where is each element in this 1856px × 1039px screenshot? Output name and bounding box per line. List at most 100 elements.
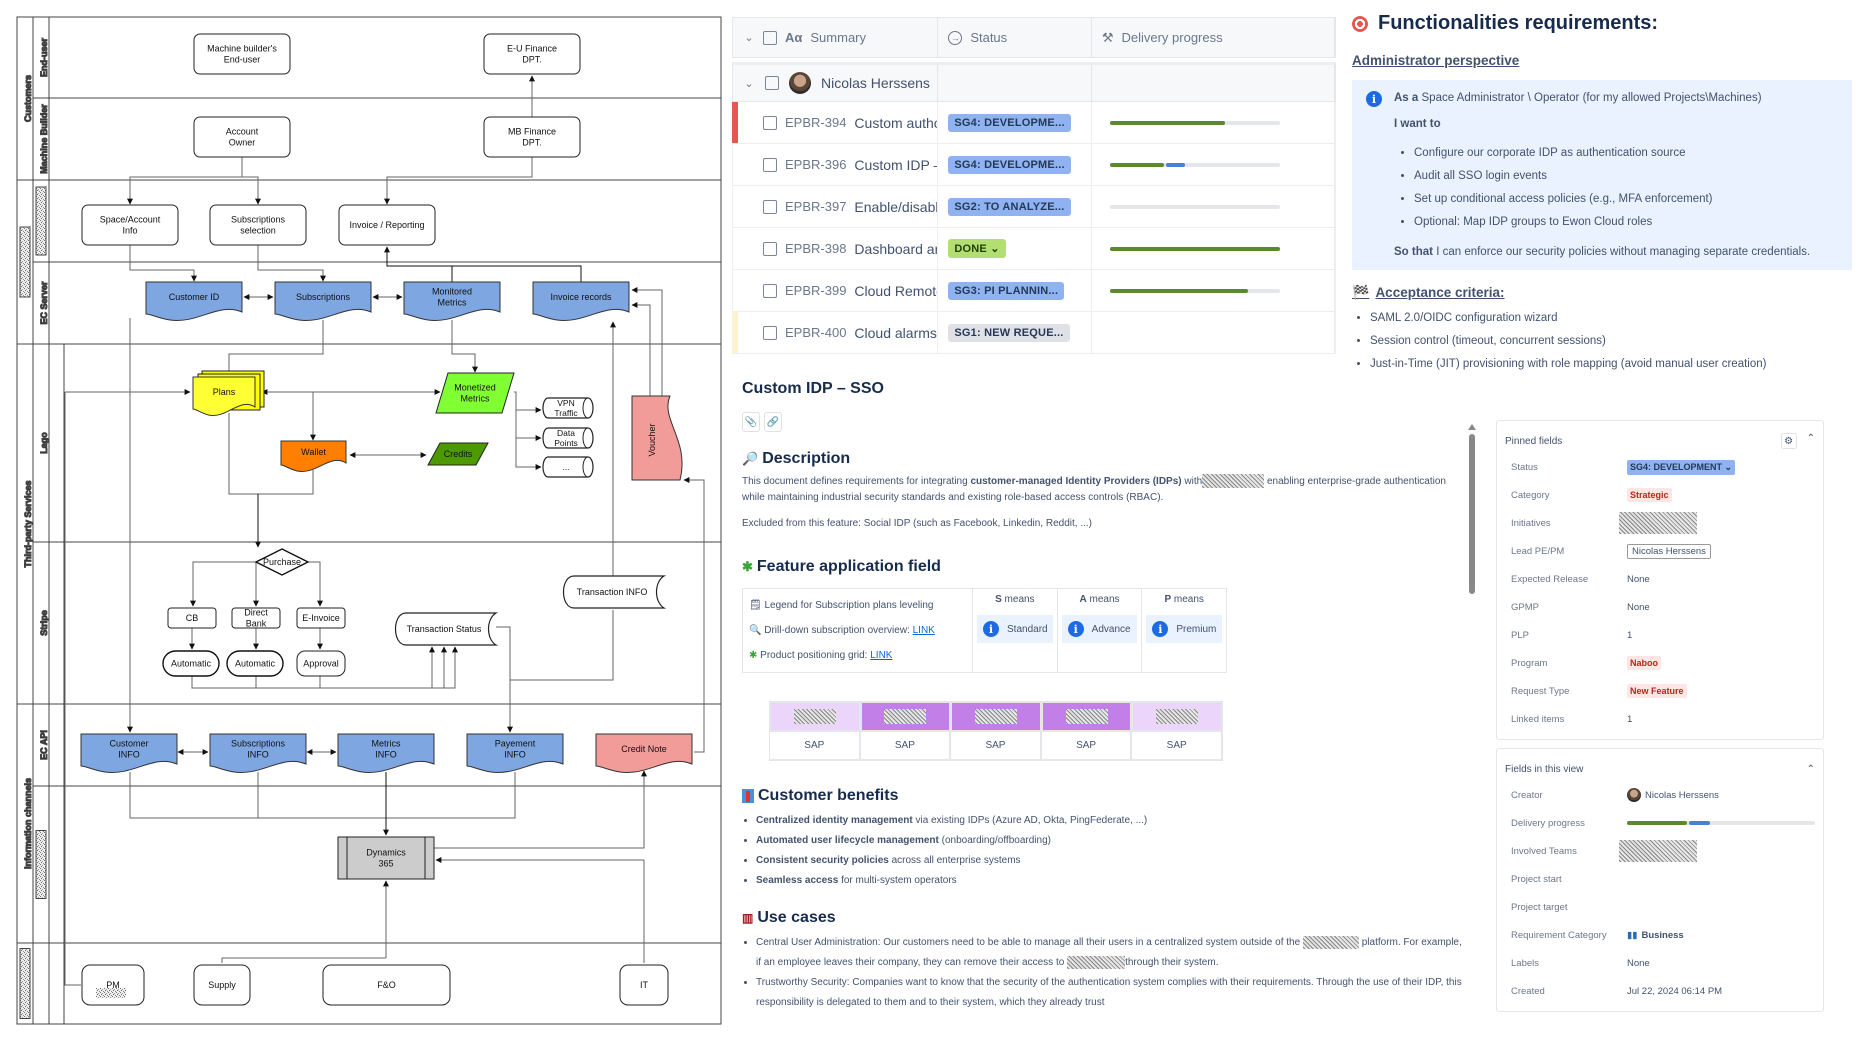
row-checkbox[interactable] bbox=[763, 241, 777, 256]
row-checkbox[interactable] bbox=[763, 283, 777, 298]
field-label: Delivery progress bbox=[1511, 817, 1585, 829]
scrollbar-thumb[interactable] bbox=[1469, 434, 1475, 594]
issue-key[interactable]: EPBR-398 bbox=[785, 241, 847, 256]
field-value[interactable]: Nicolas Herssens bbox=[1627, 543, 1711, 559]
status-lozenge[interactable]: SG1: NEW REQUE... bbox=[948, 323, 1070, 342]
table-row[interactable]: EPBR-398 Dashboard ar DONE ⌄ bbox=[732, 228, 1336, 270]
issue-summary[interactable]: Dashboard ar bbox=[854, 240, 939, 257]
issue-summary[interactable]: Custom IDP – bbox=[854, 156, 939, 173]
status-column-header[interactable]: → Status bbox=[938, 18, 1092, 57]
field-value[interactable]: SG4: DEVELOPMENT ⌄ bbox=[1627, 459, 1736, 475]
connector bbox=[319, 646, 447, 689]
field-value[interactable]: 1 bbox=[1627, 713, 1633, 725]
node-label: Voucher bbox=[647, 423, 657, 456]
scroll-up-arrow[interactable] bbox=[1468, 424, 1476, 430]
field-value[interactable] bbox=[1619, 512, 1697, 534]
status-lozenge[interactable]: SG4: DEVELOPME... bbox=[948, 113, 1071, 132]
drilldown-link[interactable]: LINK bbox=[912, 625, 935, 636]
chevron-up-icon[interactable]: ⌃ bbox=[1806, 433, 1815, 444]
issue-summary[interactable]: Custom authc bbox=[854, 114, 939, 131]
gear-icon[interactable]: ⚙ bbox=[1780, 433, 1797, 449]
status-lozenge[interactable]: SG3: PI PLANNIN... bbox=[948, 281, 1065, 300]
chevron-up-icon[interactable]: ⌃ bbox=[1806, 763, 1815, 775]
node-label: Plans bbox=[213, 387, 236, 397]
table-row[interactable]: EPBR-399 Cloud Remote SG3: PI PLANNIN... bbox=[732, 270, 1336, 312]
node-label: Lago bbox=[39, 432, 49, 454]
field-value[interactable]: 1 bbox=[1627, 629, 1633, 641]
info-icon: i bbox=[983, 621, 999, 637]
node-label: Invoice records bbox=[550, 292, 612, 302]
issue-key[interactable]: EPBR-394 bbox=[785, 115, 847, 130]
field-label: Expected Release bbox=[1511, 573, 1589, 585]
connector bbox=[242, 176, 261, 205]
positioning-link[interactable]: LINK bbox=[870, 650, 893, 661]
sap-cell: SAP bbox=[769, 701, 861, 761]
group-row[interactable]: ⌄ Nicolas Herssens bbox=[732, 62, 1336, 102]
issue-summary[interactable]: Cloud alarms bbox=[854, 324, 937, 341]
group-name: Nicolas Herssens bbox=[821, 75, 930, 91]
chevron-down-icon[interactable]: ⌄ bbox=[744, 77, 754, 90]
delivery-progress-bar bbox=[1109, 246, 1280, 251]
usecase-text: through their system. bbox=[1125, 957, 1219, 968]
row-checkbox[interactable] bbox=[763, 157, 777, 172]
issue-key[interactable]: EPBR-396 bbox=[785, 157, 847, 172]
field-value[interactable]: New Feature bbox=[1627, 684, 1687, 698]
node-label: Transaction INFO bbox=[577, 587, 648, 597]
progress-column-header[interactable]: ⚒ Delivery progress bbox=[1092, 18, 1335, 57]
field-value[interactable]: Naboo bbox=[1627, 656, 1661, 670]
field-value[interactable]: ▮▮Business bbox=[1627, 929, 1684, 941]
field-label: Linked items bbox=[1511, 713, 1565, 725]
field-row: Delivery progress bbox=[1497, 809, 1823, 837]
drilldown-label: Drill-down subscription overview: bbox=[764, 625, 910, 636]
link-button[interactable]: 🔗 bbox=[764, 412, 782, 432]
attach-button[interactable]: 📎 bbox=[742, 412, 760, 432]
issue-summary[interactable]: Enable/disabl bbox=[854, 198, 939, 215]
row-checkbox[interactable] bbox=[763, 199, 777, 214]
connector bbox=[127, 157, 243, 205]
table-row[interactable]: EPBR-394 Custom authc SG4: DEVELOPME... bbox=[732, 102, 1336, 144]
field-value[interactable]: Nicolas Herssens bbox=[1627, 788, 1719, 802]
connector bbox=[434, 770, 647, 849]
so-that-label: So that bbox=[1394, 246, 1433, 258]
field-value[interactable]: None bbox=[1627, 573, 1650, 585]
field-value[interactable]: Strategic bbox=[1627, 488, 1672, 502]
eu-finance-node bbox=[483, 33, 581, 75]
scrollbar[interactable] bbox=[1466, 424, 1478, 598]
field-label: Lead PE/PM bbox=[1511, 545, 1565, 557]
sap-label: SAP bbox=[860, 731, 951, 760]
field-row: Requirement Category▮▮Business bbox=[1497, 921, 1823, 949]
connector bbox=[631, 287, 663, 396]
status-lozenge[interactable]: SG2: TO ANALYZE... bbox=[948, 197, 1071, 216]
chevron-down-icon[interactable]: ⌄ bbox=[744, 32, 754, 44]
field-value[interactable]: None bbox=[1627, 601, 1650, 613]
field-value[interactable]: None bbox=[1627, 957, 1650, 969]
row-checkbox[interactable] bbox=[763, 115, 777, 130]
status-lozenge[interactable]: SG4: DEVELOPME... bbox=[948, 155, 1071, 174]
field-value[interactable]: Jul 22, 2024 06:14 PM bbox=[1627, 985, 1723, 997]
field-label: Creator bbox=[1511, 789, 1543, 801]
field-value[interactable] bbox=[1627, 821, 1815, 825]
summary-column-header[interactable]: ⌄ Aα Summary bbox=[733, 18, 939, 57]
issue-key[interactable]: EPBR-399 bbox=[785, 283, 847, 298]
group-checkbox[interactable] bbox=[765, 76, 779, 90]
issue-key[interactable]: EPBR-400 bbox=[785, 325, 847, 340]
status-lozenge[interactable]: DONE ⌄ bbox=[948, 239, 1006, 258]
row-accent bbox=[732, 312, 738, 353]
issue-key[interactable]: EPBR-397 bbox=[785, 199, 847, 214]
node-label: E-Invoice bbox=[302, 613, 340, 623]
table-row[interactable]: EPBR-397 Enable/disabl SG2: TO ANALYZE... bbox=[732, 186, 1336, 228]
select-all-checkbox[interactable] bbox=[763, 30, 777, 45]
field-value[interactable] bbox=[1619, 840, 1697, 862]
issue-summary[interactable]: Cloud Remote bbox=[854, 282, 939, 299]
connector bbox=[515, 438, 542, 470]
table-row[interactable]: EPBR-396 Custom IDP – SG4: DEVELOPME... bbox=[732, 144, 1336, 186]
description-text: enabling enterprise-grade authentication… bbox=[742, 476, 1446, 503]
row-checkbox[interactable] bbox=[763, 325, 777, 340]
table-row[interactable]: EPBR-400 Cloud alarms SG1: NEW REQUE... bbox=[732, 312, 1336, 354]
redacted-block bbox=[19, 226, 31, 298]
account-owner-node bbox=[193, 116, 291, 158]
